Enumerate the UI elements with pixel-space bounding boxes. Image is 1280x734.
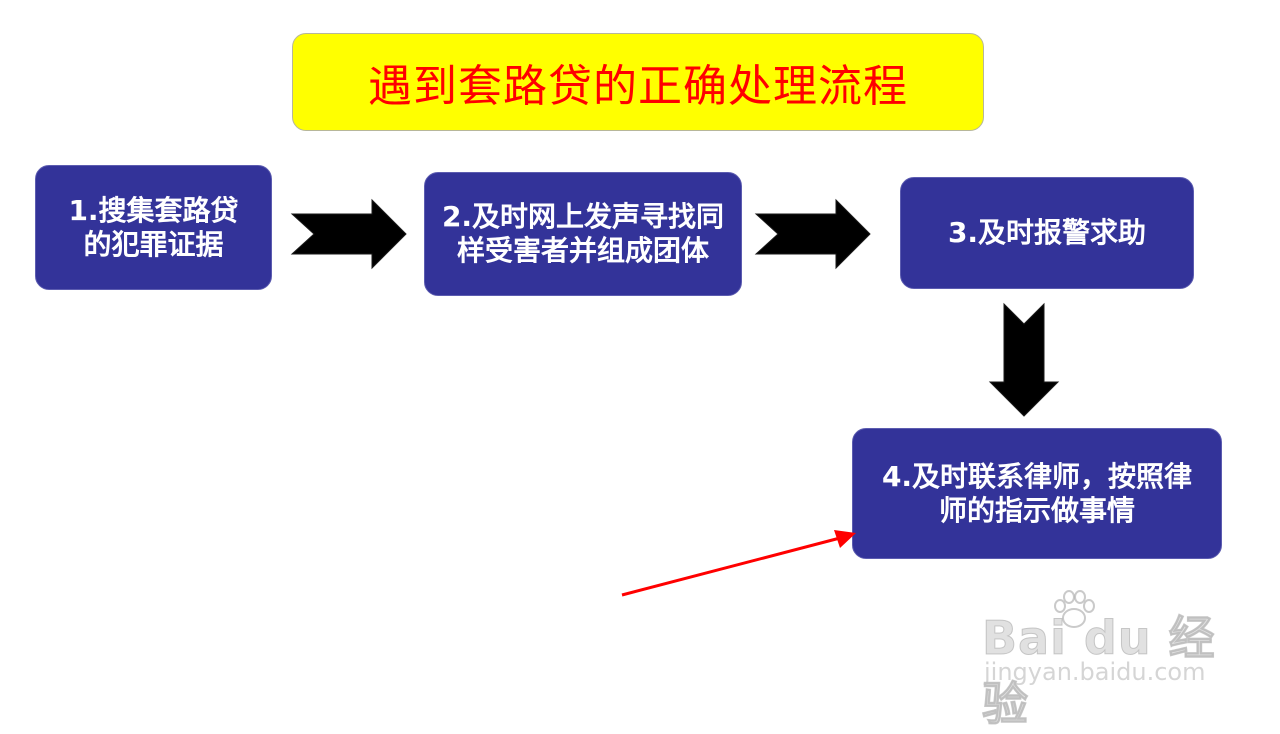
step-1-box: 1.搜集套路贷的犯罪证据 (35, 165, 272, 290)
red-annotation-arrow-icon (621, 530, 856, 597)
step-4-box: 4.及时联系律师，按照律师的指示做事情 (852, 428, 1222, 559)
right-arrow-icon (290, 198, 407, 270)
title-banner: 遇到套路贷的正确处理流程 (292, 33, 984, 131)
step-4-label: 4.及时联系律师，按照律师的指示做事情 (881, 459, 1193, 527)
right-arrow-icon (754, 198, 871, 270)
step-3-label: 3.及时报警求助 (947, 216, 1147, 249)
step-3-box: 3.及时报警求助 (900, 177, 1194, 289)
step-1-label: 1.搜集套路贷的犯罪证据 (68, 193, 239, 261)
paw-icon (1054, 590, 1095, 628)
step-2-label: 2.及时网上发声寻找同样受害者并组成团体 (441, 200, 725, 267)
page-title: 遇到套路贷的正确处理流程 (368, 61, 908, 112)
down-arrow-icon (988, 302, 1060, 417)
step-2-box: 2.及时网上发声寻找同样受害者并组成团体 (424, 172, 742, 296)
watermark: Bai du 经验 jingyan.baidu.com (982, 590, 1222, 732)
watermark-url: jingyan.baidu.com (984, 658, 1206, 686)
